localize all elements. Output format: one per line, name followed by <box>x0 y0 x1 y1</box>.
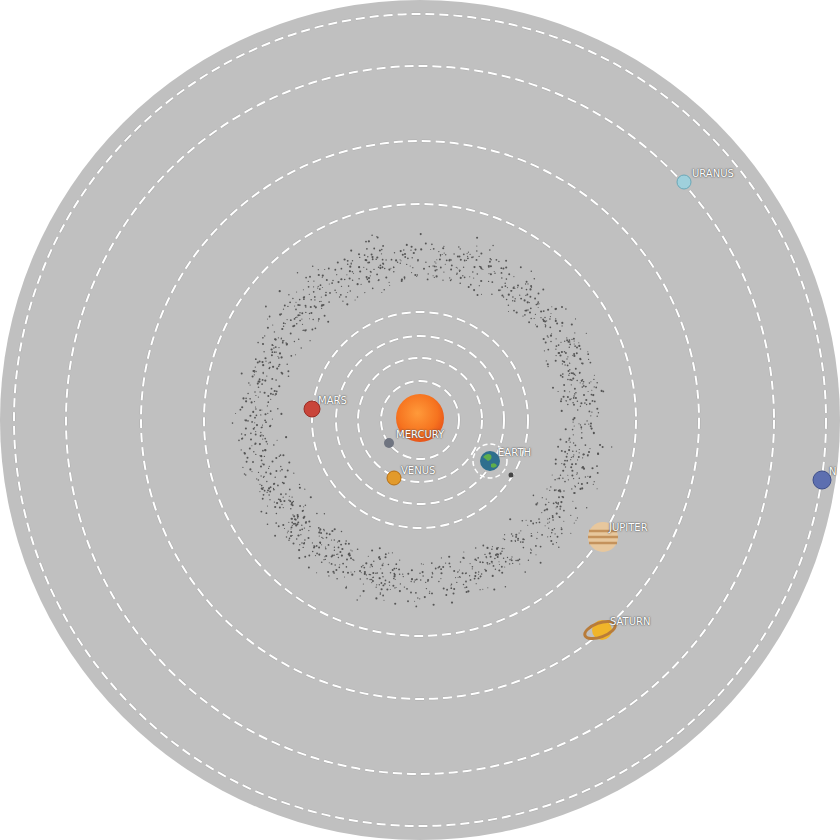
mars-planet <box>304 401 320 417</box>
sun <box>396 394 444 442</box>
planet-label: SATURN <box>610 616 650 628</box>
planet-label: VENUS <box>401 465 435 477</box>
mercury-planet <box>384 438 394 448</box>
uranus-planet <box>677 175 691 189</box>
planet-label: EARTH <box>498 447 531 459</box>
planet-label: MERCURY <box>396 429 444 441</box>
orbits <box>14 14 826 826</box>
venus-planet <box>387 471 401 485</box>
planet-label: JUPITER <box>609 522 648 534</box>
planet-label: MARS <box>318 395 347 407</box>
asteroid-belt <box>232 233 613 607</box>
neptune-planet <box>813 471 831 489</box>
planet-label: N <box>829 466 836 478</box>
planet-label: URANUS <box>692 168 734 180</box>
